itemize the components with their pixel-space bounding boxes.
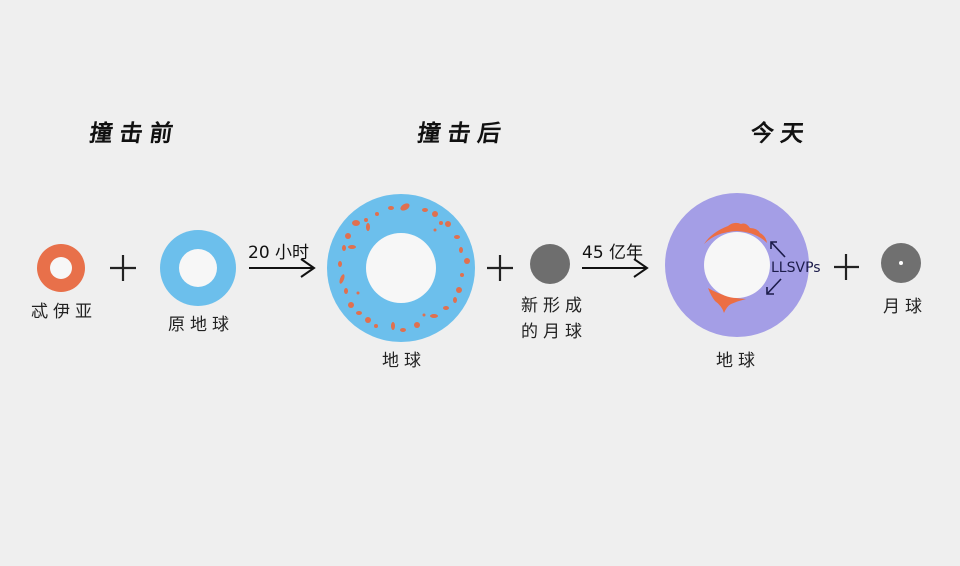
- llsvp-top: [704, 222, 767, 244]
- arrow-right-icon: [582, 258, 649, 278]
- plus-icon: [110, 255, 136, 281]
- earth-today-label: 地球: [716, 351, 760, 371]
- transition-label-4-5b-years: 45 亿年: [582, 243, 644, 263]
- new-moon-label: 新形成 的月球: [521, 293, 587, 345]
- earth-today-ring-icon: [665, 193, 809, 337]
- transition-label-20h: 20 小时: [248, 243, 310, 263]
- arrow-right-icon: [249, 258, 316, 278]
- theia-label: 忒伊亚: [31, 302, 97, 322]
- llsvp-arrows: [766, 241, 786, 295]
- llsvp-bottom: [708, 288, 746, 313]
- plus-icon: [834, 254, 859, 280]
- moon-label: 月球: [883, 297, 927, 317]
- new-moon-label-line1: 新形成: [521, 296, 587, 316]
- earth-after-label: 地球: [382, 351, 426, 371]
- mantle-fragments: [338, 203, 470, 332]
- plus-icon: [487, 255, 513, 281]
- earth-after-impact-ring-icon: [327, 194, 475, 342]
- theia-ring-icon: [37, 244, 85, 292]
- llsvp-annotation: LLSVPs: [771, 260, 821, 276]
- new-moon-label-line2: 的月球: [521, 322, 587, 342]
- proto-earth-label: 原地球: [168, 315, 234, 335]
- proto-earth-ring-icon: [160, 230, 236, 306]
- moon-icon: [881, 243, 921, 283]
- new-moon-icon: [530, 244, 570, 284]
